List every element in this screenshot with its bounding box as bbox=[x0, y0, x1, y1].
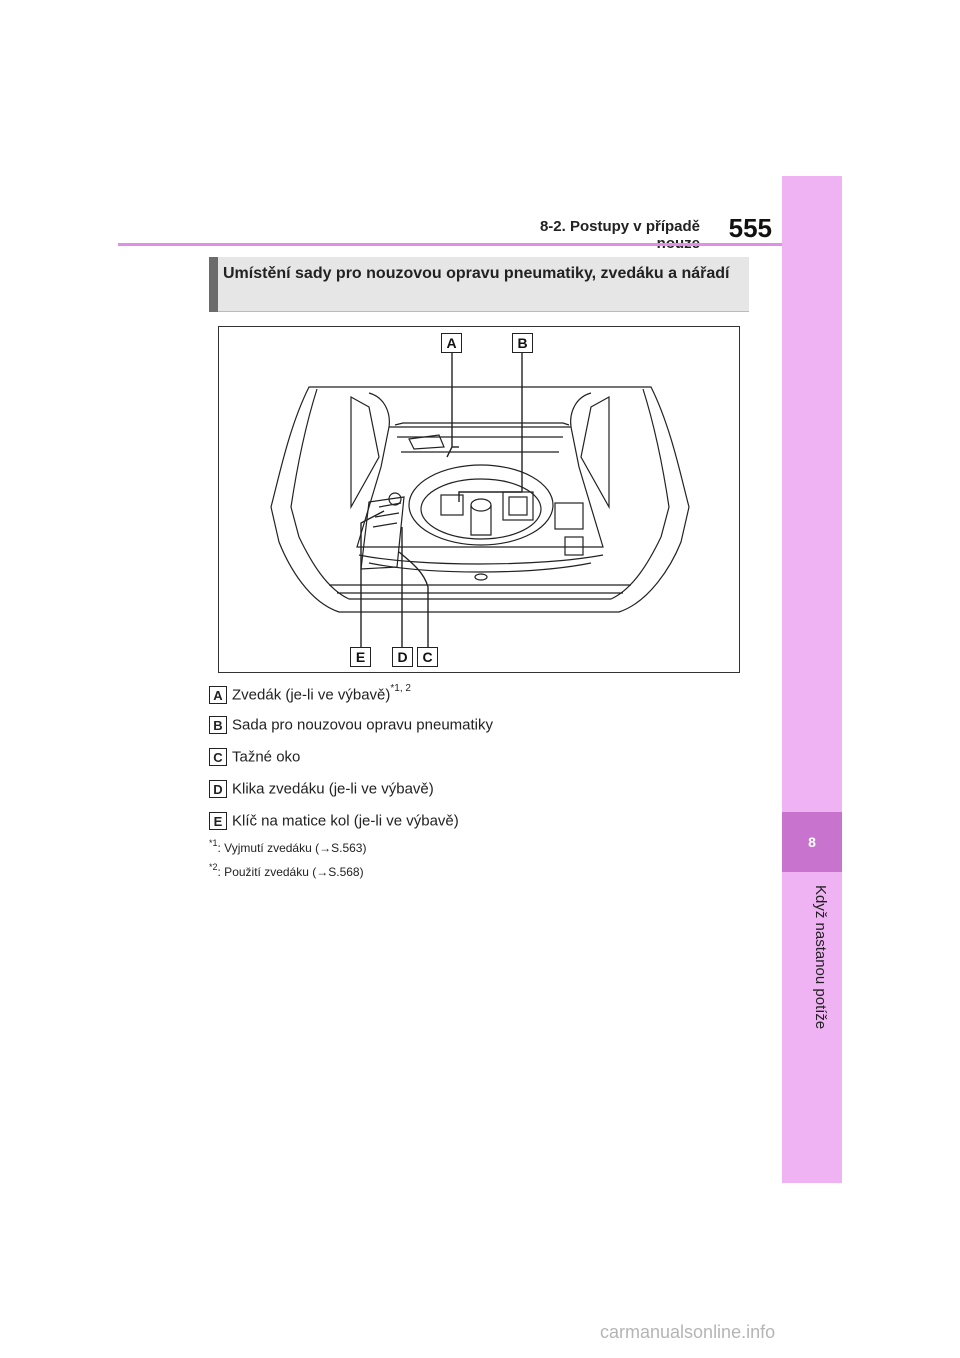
watermark-link[interactable]: carmanualsonline.info bbox=[600, 1322, 776, 1342]
callout-c: C bbox=[417, 647, 438, 667]
legend-key-e: E bbox=[209, 812, 227, 831]
callout-a: A bbox=[441, 333, 462, 353]
chapter-title-vertical: Když nastanou potíže bbox=[812, 885, 829, 1030]
legend-item-a: A Zvedák (je-li ve výbavě)*1, 2 bbox=[209, 683, 411, 705]
footnote-1-mark: *1 bbox=[209, 838, 218, 848]
legend-key-c: C bbox=[209, 748, 227, 767]
legend-text-d: Klika zvedáku (je-li ve výbavě) bbox=[232, 780, 434, 798]
trunk-illustration: A B E D C bbox=[218, 326, 740, 673]
trunk-drawing bbox=[270, 350, 690, 647]
callout-d: D bbox=[392, 647, 413, 667]
legend-item-b: B Sada pro nouzovou opravu pneumatiky bbox=[209, 716, 494, 735]
footnote-2-mark: *2 bbox=[209, 862, 218, 872]
legend-text-a: Zvedák (je-li ve výbavě) bbox=[232, 686, 391, 704]
legend-text-c: Tažné oko bbox=[232, 748, 301, 766]
legend-item-d: D Klika zvedáku (je-li ve výbavě) bbox=[209, 780, 434, 799]
legend-text-b: Sada pro nouzovou opravu pneumatiky bbox=[232, 716, 494, 734]
title-box bbox=[209, 257, 749, 312]
footnote-1-text: : Vyjmutí zvedáku (→S.563) bbox=[217, 841, 367, 855]
legend-text-e: Klíč na matice kol (je-li ve výbavě) bbox=[232, 812, 459, 830]
section-heading: 8-2. Postupy v případě nouze bbox=[539, 218, 700, 252]
legend-key-d: D bbox=[209, 780, 227, 799]
footnote-2-text: : Použití zvedáku (→S.568) bbox=[217, 865, 364, 879]
legend-item-c: C Tažné oko bbox=[209, 748, 301, 767]
title-accent-bar bbox=[209, 257, 218, 312]
legend-key-b: B bbox=[209, 716, 227, 735]
legend-item-e: E Klíč na matice kol (je-li ve výbavě) bbox=[209, 812, 459, 831]
callout-e: E bbox=[350, 647, 371, 667]
chapter-number-badge: 8 bbox=[782, 812, 842, 872]
chapter-side-tab bbox=[782, 176, 842, 1183]
header-rule bbox=[118, 243, 782, 246]
page-number: 555 bbox=[728, 213, 772, 243]
footnote-2: *2: Použití zvedáku (→S.568) bbox=[209, 862, 364, 879]
legend-key-a: A bbox=[209, 686, 227, 705]
page-title: Umístění sady pro nouzovou opravu pneuma… bbox=[223, 265, 730, 282]
footnote-1: *1: Vyjmutí zvedáku (→S.563) bbox=[209, 838, 366, 855]
callout-b: B bbox=[512, 333, 533, 353]
legend-sup-a: *1, 2 bbox=[390, 683, 411, 694]
